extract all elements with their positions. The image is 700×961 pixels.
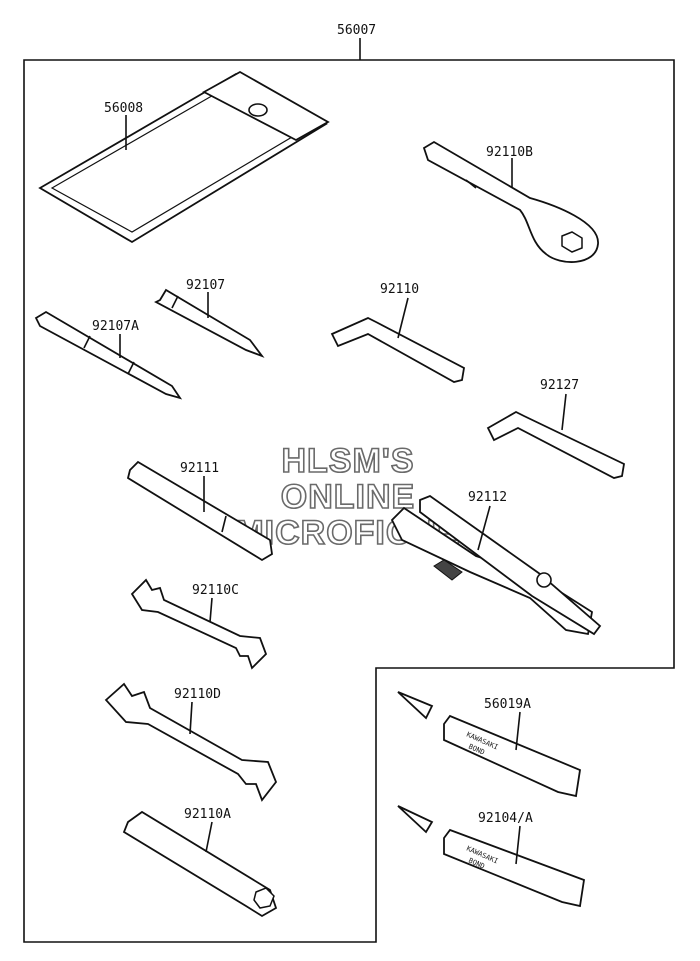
hex-key-92110[interactable]: 92110 bbox=[330, 282, 465, 383]
bond-tube-92104A[interactable]: KAWASAKI BOND 92104/A bbox=[397, 805, 586, 908]
bond-tube-56019A[interactable]: KAWASAKI BOND 56019A bbox=[397, 691, 581, 798]
label-92110[interactable]: 92110 bbox=[380, 282, 419, 297]
bond-tube-icon bbox=[443, 828, 586, 908]
open-wrench-92110D[interactable]: 92110D bbox=[104, 682, 278, 802]
nozzle-icon bbox=[397, 805, 434, 834]
handle-bar-92111[interactable]: 92111 bbox=[126, 460, 273, 562]
label-92107[interactable]: 92107 bbox=[186, 278, 225, 293]
label-92110C[interactable]: 92110C bbox=[192, 583, 239, 598]
hex-hole-icon bbox=[561, 231, 583, 253]
label-92110B[interactable]: 92110B bbox=[486, 145, 533, 160]
ring-wrench-92110B[interactable]: 92110B bbox=[422, 140, 599, 263]
open-wrench-small-icon bbox=[130, 578, 268, 670]
label-92112[interactable]: 92112 bbox=[468, 490, 507, 505]
screwdriver-bit-a-icon bbox=[34, 310, 183, 400]
bond-tube-icon bbox=[443, 714, 581, 798]
hex-key-92127[interactable]: 92127 bbox=[486, 378, 625, 479]
spark-plug-wrench-92110A[interactable]: 92110A bbox=[122, 807, 278, 918]
ring-wrench-icon bbox=[422, 140, 599, 263]
assembly-number[interactable]: 56007 bbox=[337, 23, 376, 38]
label-92111[interactable]: 92111 bbox=[180, 461, 219, 476]
watermark-line-2: ONLINE bbox=[281, 478, 415, 516]
pouch-snap-icon bbox=[248, 103, 268, 117]
screwdriver-bit-92107A[interactable]: 92107A bbox=[34, 310, 183, 400]
label-92107A[interactable]: 92107A bbox=[92, 319, 139, 334]
label-92110A[interactable]: 92110A bbox=[184, 807, 231, 822]
screwdriver-bit-icon bbox=[154, 288, 265, 358]
pouch-56008[interactable]: 56008 bbox=[38, 70, 330, 244]
assembly-frame bbox=[23, 59, 675, 943]
pliers-pivot-icon bbox=[536, 572, 552, 588]
label-56019A[interactable]: 56019A bbox=[484, 697, 531, 712]
hex-key-small-icon bbox=[486, 410, 625, 479]
open-wrench-large-icon bbox=[104, 682, 278, 802]
label-92110D[interactable]: 92110D bbox=[174, 687, 221, 702]
spark-plug-wrench-icon bbox=[122, 810, 278, 918]
pliers-92112[interactable]: 92112 bbox=[390, 490, 602, 636]
watermark-line-1: HLSM'S bbox=[281, 442, 414, 480]
nozzle-icon bbox=[397, 691, 434, 720]
screwdriver-bit-92107[interactable]: 92107 bbox=[154, 278, 265, 358]
label-92127[interactable]: 92127 bbox=[540, 378, 579, 393]
open-wrench-92110C[interactable]: 92110C bbox=[130, 578, 268, 670]
hex-key-icon bbox=[330, 317, 465, 383]
handle-bar-icon bbox=[126, 460, 273, 562]
label-92104-A[interactable]: 92104/A bbox=[478, 811, 533, 826]
label-56008[interactable]: 56008 bbox=[104, 101, 143, 116]
